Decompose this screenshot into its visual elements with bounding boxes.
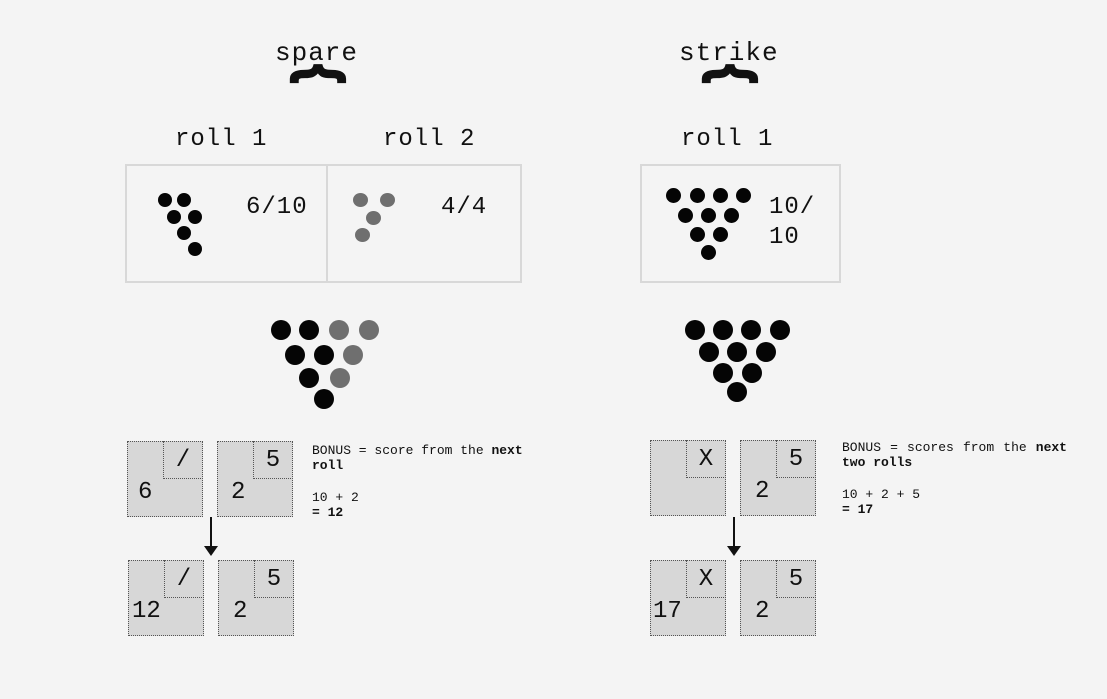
pin-icon — [330, 368, 350, 388]
bonus-emphasis: next roll — [312, 443, 523, 473]
strike-bonus-result: = 17 — [842, 502, 874, 517]
frame-roll-box: 5 — [776, 440, 816, 478]
spare-roll1-label: roll 1 — [175, 126, 268, 153]
strike-bonus-calc: 10 + 2 + 5 — [842, 487, 921, 502]
pin-icon — [713, 188, 728, 203]
pin-icon — [167, 210, 181, 224]
frame-roll-box: 5 — [253, 441, 293, 479]
pin-icon — [741, 320, 761, 340]
pin-icon — [678, 208, 693, 223]
pin-icon — [177, 193, 191, 207]
pin-icon — [770, 320, 790, 340]
frame-score: 2 — [755, 478, 770, 505]
pin-icon — [353, 193, 368, 207]
spare-roll-divider — [326, 166, 328, 281]
spare-frame-2: 5 2 — [217, 441, 293, 517]
pin-icon — [713, 363, 733, 383]
frame-score: 2 — [755, 598, 770, 625]
pin-icon — [727, 382, 747, 402]
pin-icon — [329, 320, 349, 340]
pin-icon — [690, 188, 705, 203]
frame-roll-box: / — [163, 441, 203, 479]
strike-roll-box — [640, 164, 841, 283]
spare-bonus-calc: 10 + 2 — [312, 490, 359, 505]
spare-roll1-count: 6/10 — [246, 194, 308, 221]
pin-icon — [343, 345, 363, 365]
pin-icon — [158, 193, 172, 207]
frame-roll-box: X — [686, 440, 726, 478]
strike-frame-2: 5 2 — [740, 440, 816, 516]
pin-icon — [713, 227, 728, 242]
pin-icon — [359, 320, 379, 340]
spare-roll2-count: 4/4 — [441, 194, 488, 221]
spare-roll-box — [125, 164, 522, 283]
frame-roll-box: X — [686, 560, 726, 598]
pin-icon — [685, 320, 705, 340]
pin-icon — [713, 320, 733, 340]
pin-icon — [271, 320, 291, 340]
strike-roll1-count-line2: 10 — [769, 224, 800, 251]
pin-icon — [701, 208, 716, 223]
pin-icon — [355, 228, 370, 242]
strike-bonus-text: BONUS = scores from the next two rolls — [842, 440, 1067, 470]
strike-roll1-count-line1: 10/ — [769, 194, 816, 221]
frame-score: 2 — [233, 598, 248, 625]
pin-icon — [736, 188, 751, 203]
spare-bonus-result: = 12 — [312, 505, 344, 520]
pin-icon — [724, 208, 739, 223]
pin-icon — [314, 345, 334, 365]
strike-title: strike — [679, 38, 779, 68]
frame-score: 12 — [132, 598, 161, 625]
strike-frame-2-updated: 5 2 — [740, 560, 816, 636]
strike-frame-1-updated: X 17 — [650, 560, 726, 636]
bonus-emphasis: next two rolls — [842, 440, 1067, 470]
spare-roll2-label: roll 2 — [383, 126, 476, 153]
frame-roll-box: / — [164, 560, 204, 598]
pin-icon — [285, 345, 305, 365]
frame-score: 2 — [231, 479, 246, 506]
frame-roll-box: 5 — [776, 560, 816, 598]
spare-brace-icon: ⏞ — [290, 64, 346, 150]
pin-icon — [666, 188, 681, 203]
pin-icon — [366, 211, 381, 225]
pin-icon — [699, 342, 719, 362]
frame-roll-box: 5 — [254, 560, 294, 598]
spare-frame-2-updated: 5 2 — [218, 560, 294, 636]
spare-frame-1: / 6 — [127, 441, 203, 517]
bonus-prefix: BONUS = scores from the — [842, 440, 1036, 455]
pin-icon — [742, 363, 762, 383]
strike-roll1-label: roll 1 — [681, 126, 774, 153]
pin-icon — [701, 245, 716, 260]
frame-score: 17 — [653, 598, 682, 625]
strike-brace-icon: ⏞ — [702, 64, 758, 150]
pin-icon — [690, 227, 705, 242]
pin-icon — [727, 342, 747, 362]
pin-icon — [188, 210, 202, 224]
pin-icon — [299, 368, 319, 388]
pin-icon — [380, 193, 395, 207]
frame-score: 6 — [138, 479, 153, 506]
pin-icon — [314, 389, 334, 409]
bonus-prefix: BONUS = score from the — [312, 443, 492, 458]
pin-icon — [299, 320, 319, 340]
pin-icon — [188, 242, 202, 256]
spare-frame-1-updated: / 12 — [128, 560, 204, 636]
pin-icon — [756, 342, 776, 362]
strike-frame-1: X — [650, 440, 726, 516]
spare-bonus-text: BONUS = score from the next roll — [312, 443, 547, 473]
spare-title: spare — [275, 38, 359, 68]
pin-icon — [177, 226, 191, 240]
